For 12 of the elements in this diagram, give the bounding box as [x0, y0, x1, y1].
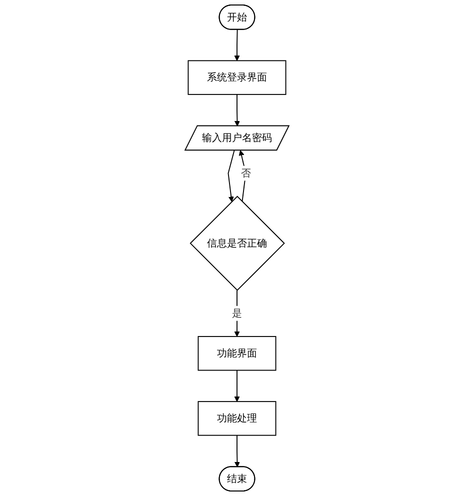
arrow: [228, 150, 235, 202]
arrow: [234, 434, 240, 468]
node-box: 系统登录界面: [188, 60, 286, 95]
arrow: [234, 370, 240, 402]
arrow: [238, 150, 246, 202]
node-box: 功能处理: [198, 401, 276, 436]
arrow: [234, 94, 240, 126]
edge-label: 否: [240, 167, 251, 179]
edge-label: 是: [232, 307, 242, 319]
arrow: [234, 29, 240, 61]
node-diamond: 信息是否正确: [190, 196, 285, 291]
node-box: 功能界面: [198, 336, 276, 371]
